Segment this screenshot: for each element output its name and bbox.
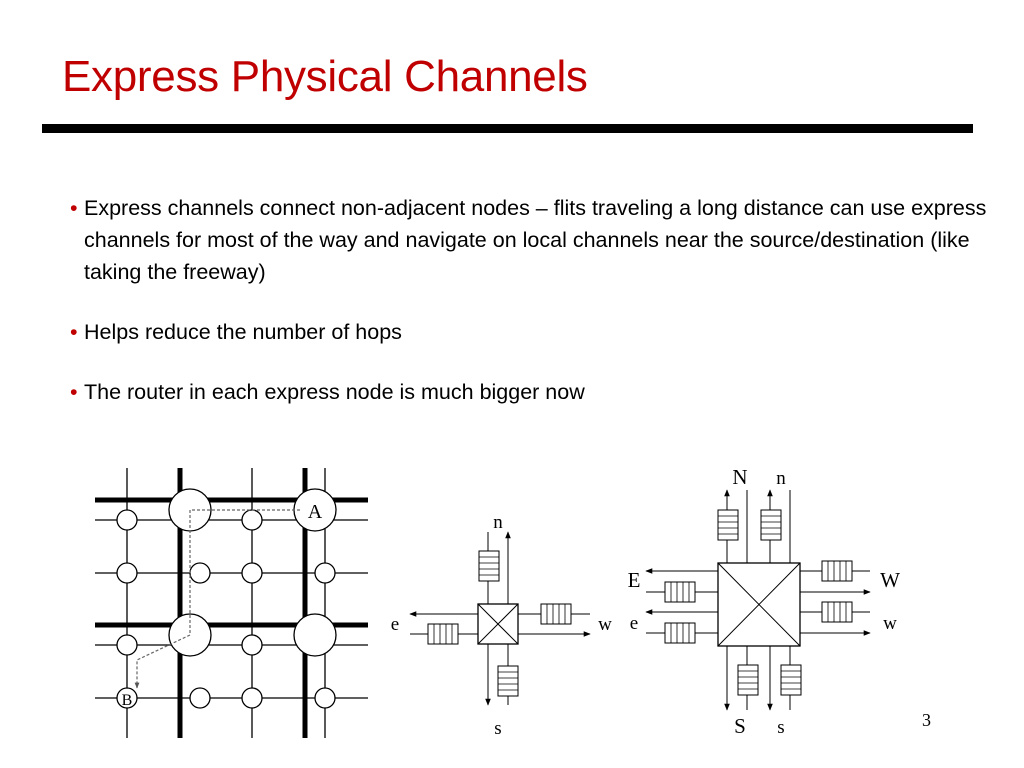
port-label-N: N [732, 465, 747, 489]
bullet-text: The router in each express node is much … [84, 380, 585, 404]
local-node [116, 562, 138, 584]
local-node [314, 562, 336, 584]
bullet-item: • Express channels connect non-adjacent … [70, 192, 990, 288]
port-label-s: s [494, 718, 501, 739]
slide-title: Express Physical Channels [62, 52, 588, 101]
input-buffers [427, 550, 572, 697]
port-label-n: n [493, 512, 503, 533]
input-buffers [664, 509, 853, 696]
port-label-w: w [598, 614, 612, 635]
mesh-grid: A B [95, 468, 368, 738]
local-node [189, 562, 211, 584]
express-node [293, 613, 337, 657]
bullet-marker: • [70, 380, 78, 404]
port-label-S: S [734, 714, 746, 738]
local-node [241, 562, 263, 584]
local-node [116, 687, 138, 709]
title-rule [42, 124, 973, 133]
bullet-marker: • [70, 196, 78, 220]
local-node [189, 687, 211, 709]
local-node [241, 634, 263, 656]
port-label-w: w [883, 613, 897, 634]
node-label-a: A [308, 501, 323, 523]
bullet-item: • Helps reduce the number of hops [70, 316, 990, 348]
bullet-list: • Express channels connect non-adjacent … [70, 192, 990, 436]
port-label-W: W [880, 568, 900, 592]
node-label-b: B [122, 692, 133, 709]
bullet-marker: • [70, 320, 78, 344]
local-node [241, 509, 263, 531]
port-label-e: e [391, 614, 399, 635]
port-label-E: E [628, 568, 641, 592]
express-router-diagram: N n S s E e W w [628, 465, 901, 738]
local-node [314, 687, 336, 709]
port-label-n: n [776, 468, 786, 489]
port-label-e: e [630, 613, 638, 634]
bullet-item: • The router in each express node is muc… [70, 376, 990, 408]
page-number: 3 [922, 710, 931, 730]
local-node [116, 634, 138, 656]
port-label-s: s [777, 717, 784, 738]
bullet-text: Express channels connect non-adjacent no… [84, 196, 987, 284]
route-path [134, 509, 300, 689]
local-router-diagram: n s e w [391, 512, 612, 739]
local-node [241, 687, 263, 709]
bullet-text: Helps reduce the number of hops [84, 320, 402, 344]
local-node [116, 509, 138, 531]
